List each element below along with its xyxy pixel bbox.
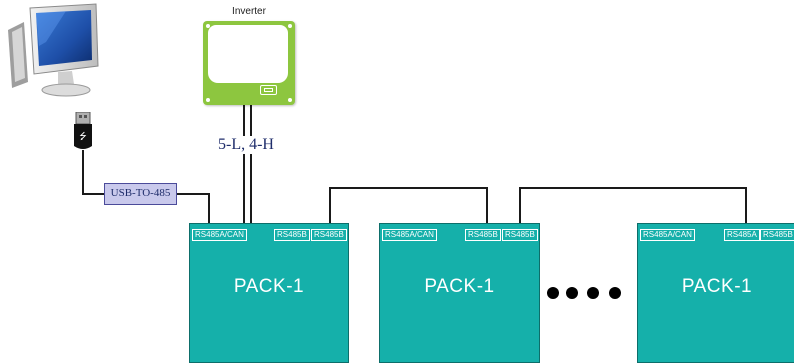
pack-label: PACK-1 xyxy=(233,276,305,297)
inverter-title: Inverter xyxy=(232,6,266,17)
inverter-icon xyxy=(203,21,295,105)
screw-icon xyxy=(206,24,210,28)
link-1-2-down xyxy=(486,187,488,224)
inverter-cable-left xyxy=(243,105,245,224)
link-2-3-top xyxy=(519,187,746,189)
svg-text:⭍: ⭍ xyxy=(79,131,87,142)
converter-to-pack-wire-h xyxy=(177,193,209,195)
usb-cable-horizontal xyxy=(82,193,104,195)
battery-pack: RS485A/CAN RS485A RS485B PACK-1 xyxy=(637,223,794,363)
ellipsis-dot xyxy=(566,287,578,299)
port-label: RS485B xyxy=(274,229,310,241)
ellipsis-dot xyxy=(587,287,599,299)
port-label: RS485A/CAN xyxy=(192,229,247,241)
screw-icon xyxy=(288,24,292,28)
inverter-cable-right xyxy=(250,105,252,224)
usb-cable-vertical xyxy=(82,150,84,194)
port-label: RS485A/CAN xyxy=(382,229,437,241)
link-1-2-top xyxy=(329,187,487,189)
pack-label: PACK-1 xyxy=(424,276,495,297)
screw-icon xyxy=(206,98,210,102)
link-2-3-up xyxy=(519,187,521,224)
inverter-port-icon xyxy=(260,85,277,95)
computer-icon xyxy=(8,3,99,97)
link-1-2-up xyxy=(329,187,331,224)
port-label: RS485B xyxy=(465,229,501,241)
port-label: RS485B xyxy=(760,229,794,241)
converter-to-pack-wire-v xyxy=(208,193,210,224)
screw-icon xyxy=(288,98,292,102)
usb-plug-icon: ⭍ xyxy=(74,112,92,149)
ellipsis-dot xyxy=(547,287,559,299)
ellipsis-dot xyxy=(609,287,621,299)
port-label: RS485B xyxy=(311,229,347,241)
battery-pack: RS485A/CAN RS485B RS485B PACK-1 xyxy=(189,223,349,363)
port-label: RS485B xyxy=(502,229,538,241)
port-label: RS485A xyxy=(724,229,760,241)
link-2-3-down xyxy=(745,187,747,224)
battery-pack: RS485A/CAN RS485B RS485B PACK-1 xyxy=(379,223,540,363)
cable-label: 5-L, 4-H xyxy=(217,136,275,154)
inverter-panel xyxy=(208,25,288,83)
pack-label: PACK-1 xyxy=(681,276,753,297)
usb-to-485-converter: USB-TO-485 xyxy=(104,183,177,205)
port-label: RS485A/CAN xyxy=(640,229,695,241)
